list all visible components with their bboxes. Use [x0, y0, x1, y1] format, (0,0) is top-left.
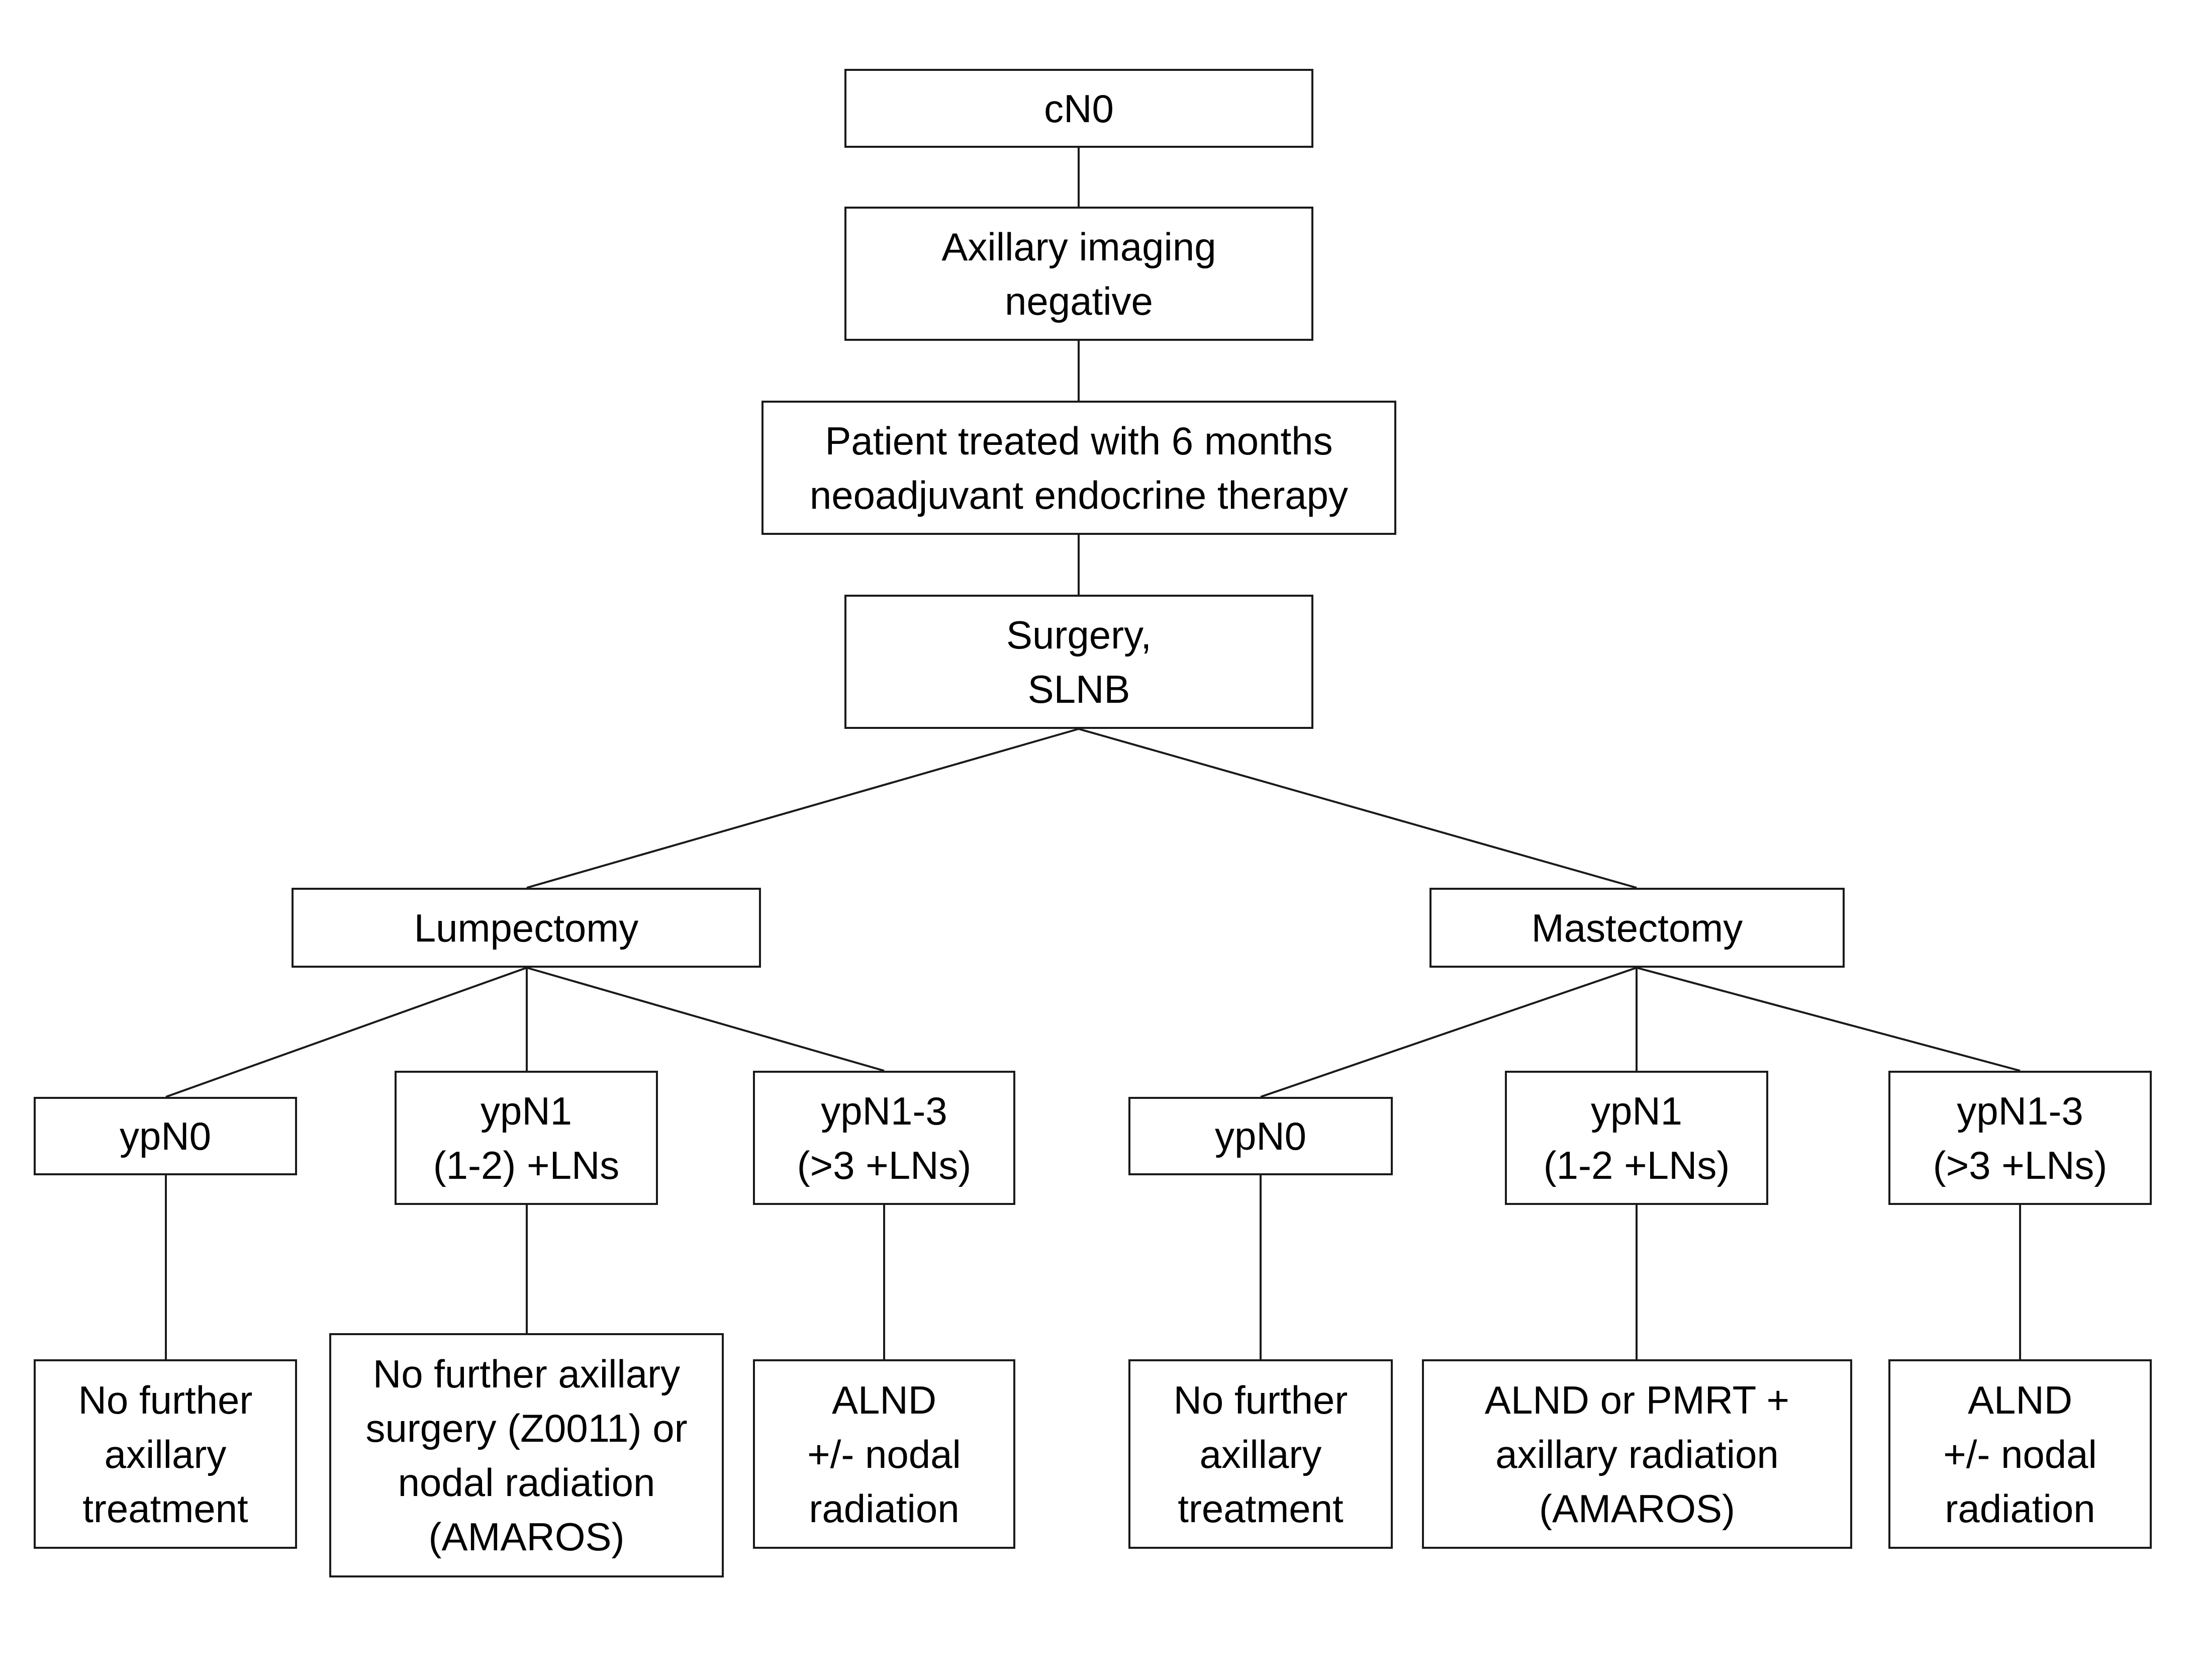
- node-mast-ypn0-outcome: No further axillary treatment: [1128, 1359, 1393, 1549]
- node-axillary-imaging-label: Axillary imaging negative: [941, 224, 1216, 323]
- node-mast-ypn1-outcome: ALND or PMRT + axillary radiation (AMARO…: [1422, 1359, 1852, 1549]
- node-mast-ypn13-outcome: ALND +/- nodal radiation: [1888, 1359, 2152, 1549]
- edge-surgery-mastectomy: [1078, 728, 1637, 889]
- node-lump-ypn13-outcome-label: ALND +/- nodal radiation: [807, 1377, 961, 1531]
- node-lump-ypn1: ypN1 (1-2) +LNs: [395, 1071, 658, 1205]
- node-lump-ypn1-outcome-label: No further axillary surgery (Z0011) or n…: [365, 1352, 688, 1559]
- edge-lumpectomy-ypn0: [165, 967, 527, 1098]
- node-axillary-imaging: Axillary imaging negative: [844, 207, 1313, 341]
- node-lump-ypn0-label: ypN0: [119, 1114, 212, 1158]
- node-mast-ypn1: ypN1 (1-2 +LNs): [1505, 1071, 1768, 1205]
- node-lump-ypn0: ypN0: [34, 1097, 297, 1175]
- node-mast-ypn0: ypN0: [1128, 1097, 1393, 1175]
- node-lump-ypn1-label: ypN1 (1-2) +LNs: [433, 1088, 620, 1187]
- node-mast-ypn0-label: ypN0: [1214, 1114, 1307, 1158]
- node-lumpectomy: Lumpectomy: [292, 888, 761, 968]
- node-lump-ypn0-outcome: No further axillary treatment: [34, 1359, 297, 1549]
- node-mast-ypn1-label: ypN1 (1-2 +LNs): [1543, 1088, 1730, 1187]
- node-lump-ypn13-label: ypN1-3 (>3 +LNs): [797, 1088, 972, 1187]
- node-lump-ypn0-outcome-label: No further axillary treatment: [78, 1377, 253, 1531]
- node-endocrine-therapy-label: Patient treated with 6 months neoadjuvan…: [809, 418, 1349, 517]
- node-lumpectomy-label: Lumpectomy: [414, 905, 639, 950]
- node-mastectomy-label: Mastectomy: [1531, 905, 1743, 950]
- node-surgery-slnb: Surgery, SLNB: [844, 595, 1313, 729]
- node-cn0-label: cN0: [1044, 86, 1114, 131]
- node-lump-ypn13: ypN1-3 (>3 +LNs): [753, 1071, 1015, 1205]
- node-mast-ypn0-outcome-label: No further axillary treatment: [1173, 1377, 1348, 1531]
- node-mast-ypn13-outcome-label: ALND +/- nodal radiation: [1943, 1377, 2097, 1531]
- node-mast-ypn1-outcome-label: ALND or PMRT + axillary radiation (AMARO…: [1484, 1377, 1790, 1531]
- edge-lumpectomy-ypn13: [526, 967, 885, 1072]
- node-lump-ypn13-outcome: ALND +/- nodal radiation: [753, 1359, 1015, 1549]
- edge-mastectomy-ypn0: [1260, 967, 1637, 1098]
- edge-mastectomy-ypn13: [1636, 967, 2021, 1072]
- node-surgery-slnb-label: Surgery, SLNB: [1006, 612, 1152, 711]
- node-lump-ypn1-outcome: No further axillary surgery (Z0011) or n…: [329, 1333, 724, 1577]
- node-mastectomy: Mastectomy: [1429, 888, 1845, 968]
- node-endocrine-therapy: Patient treated with 6 months neoadjuvan…: [761, 401, 1396, 535]
- node-mast-ypn13: ypN1-3 (>3 +LNs): [1888, 1071, 2152, 1205]
- node-cn0: cN0: [844, 69, 1313, 148]
- edge-surgery-lumpectomy: [526, 728, 1079, 889]
- node-mast-ypn13-label: ypN1-3 (>3 +LNs): [1933, 1088, 2108, 1187]
